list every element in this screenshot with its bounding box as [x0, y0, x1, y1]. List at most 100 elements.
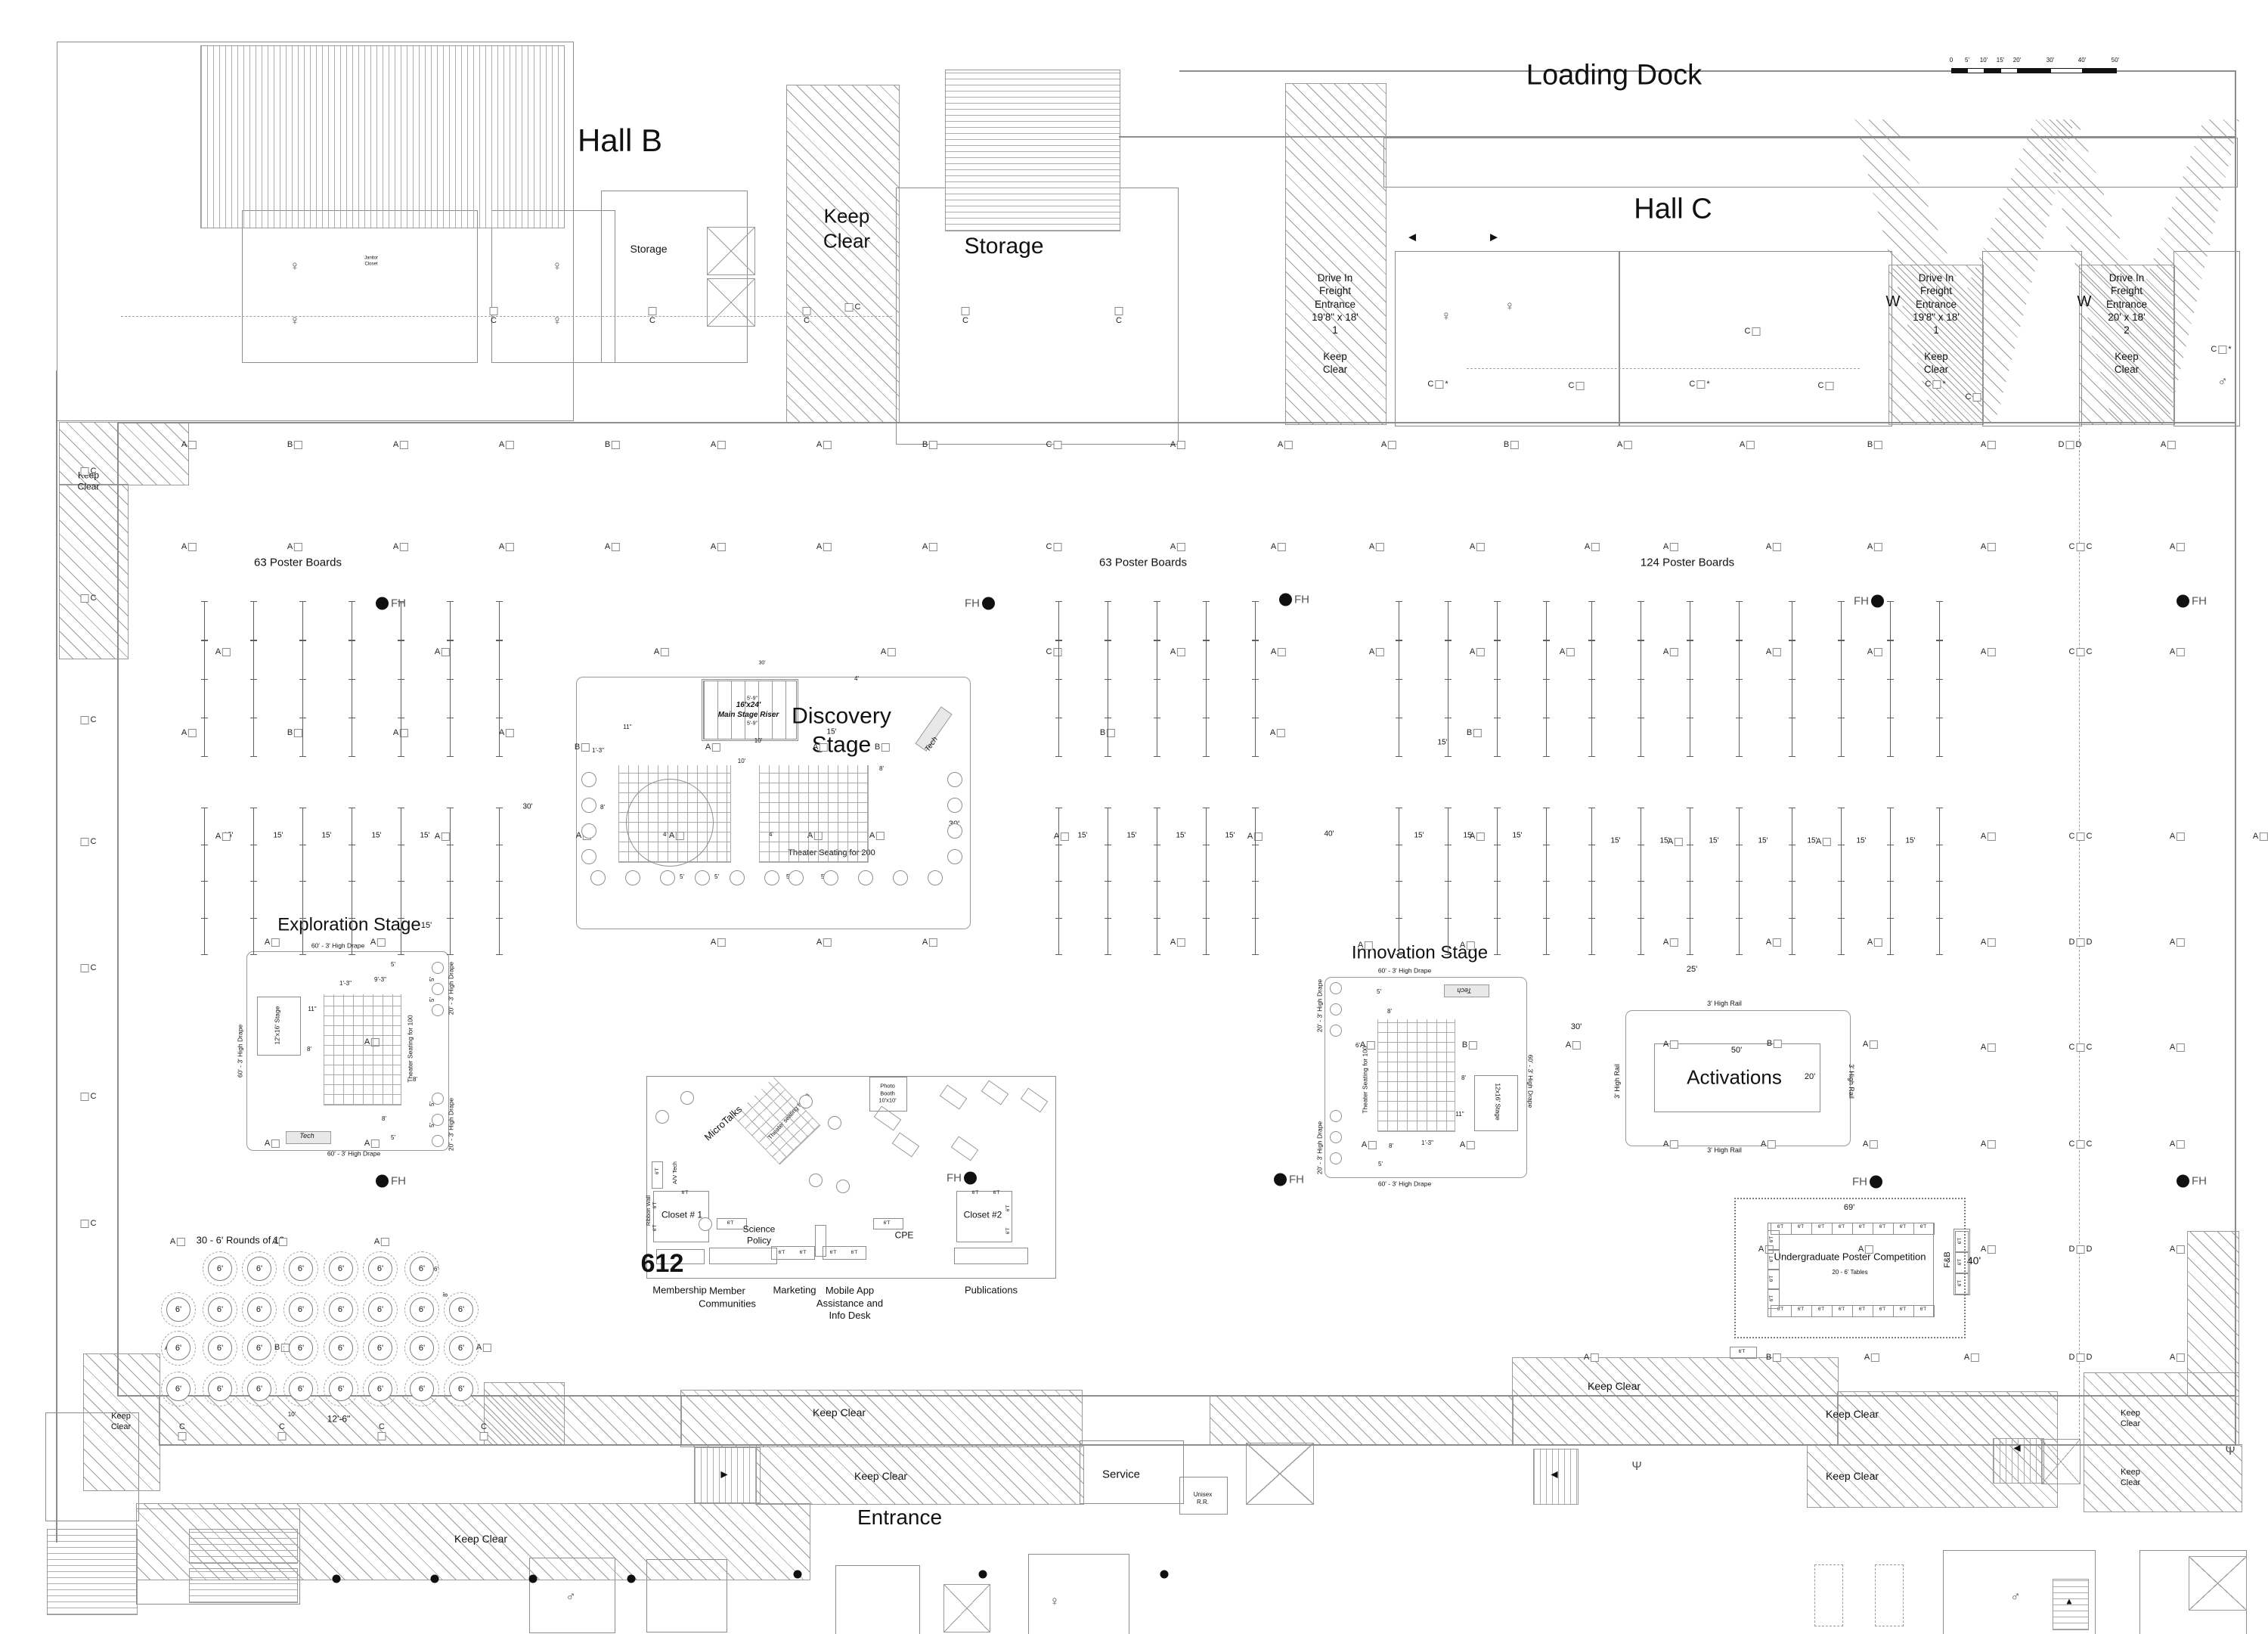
- table-label: 6'T: [1879, 1307, 1886, 1313]
- wall: [57, 42, 574, 421]
- small-round-table: [432, 1135, 444, 1147]
- column-square: [876, 831, 885, 840]
- construction-line: [121, 316, 892, 317]
- poster-board-tick: [1445, 601, 1452, 603]
- column-square: [80, 594, 89, 603]
- dim-label: 5': [680, 873, 684, 880]
- table-label: 6'T: [1797, 1307, 1805, 1313]
- fb-label: F&B: [1942, 1251, 1952, 1268]
- dim-label: 8': [382, 1115, 386, 1122]
- column-square: [1278, 542, 1287, 551]
- poster-board-tick: [1838, 678, 1845, 680]
- column-square: [823, 440, 832, 449]
- dim-label: 15': [1758, 836, 1768, 845]
- theater-seating-grid: [618, 765, 731, 863]
- fire-hose-marker: FH: [1854, 594, 1884, 608]
- grid-marker: A: [1981, 647, 1997, 656]
- angled-table: [1444, 984, 1489, 997]
- grid-letter: A: [1459, 941, 1466, 950]
- wall: [646, 1076, 1056, 1279]
- grid-marker: A: [1668, 837, 1684, 846]
- column-square: [929, 542, 938, 551]
- small-round-table: [836, 1180, 850, 1193]
- poster-board-tick: [1055, 756, 1062, 758]
- grid-letter: C: [1427, 380, 1434, 389]
- chair-ring: [284, 1372, 318, 1406]
- grid-marker: A: [816, 440, 832, 449]
- grid-marker: A: [1863, 1139, 1879, 1149]
- construction-line: [1467, 368, 1860, 369]
- grid-marker: A: [654, 647, 670, 656]
- loading-dock-label: Loading Dock: [1526, 59, 1703, 91]
- small-round-table: [680, 1091, 694, 1105]
- keep-clear-zone: [1285, 83, 1387, 425]
- storage-label-small: Storage: [630, 243, 668, 256]
- column-square: [1988, 647, 1997, 656]
- table-label: 6'T: [654, 1167, 660, 1175]
- grid-marker: C: [80, 1219, 96, 1228]
- column-square: [1972, 392, 1981, 402]
- grid-letter: B: [274, 1343, 280, 1352]
- small-round-table: [699, 1217, 712, 1231]
- poster-board-tick: [1203, 601, 1210, 603]
- grid-marker: B: [1867, 440, 1883, 449]
- round-table: 6': [247, 1377, 271, 1401]
- poster-board-tick: [1543, 881, 1550, 882]
- dim-label: 69': [1843, 1202, 1855, 1212]
- grid-marker: A: [711, 542, 727, 551]
- poster-table-cell: [1768, 1230, 1780, 1250]
- hall-c-label: Hall C: [1634, 193, 1712, 225]
- men-restroom-icon: ♂: [2217, 374, 2228, 389]
- column-square: [1874, 440, 1883, 449]
- wall: [1954, 1229, 1970, 1295]
- poster-board-tick: [1055, 917, 1062, 919]
- grid-marker: A: [1470, 647, 1486, 656]
- grid-marker: A: [881, 647, 897, 656]
- column-square: [80, 1219, 89, 1228]
- poster-board-tick: [1838, 954, 1845, 956]
- chair-ring: [324, 1331, 358, 1366]
- poster-board-tick: [1543, 954, 1550, 956]
- table-label: 6'T: [993, 1189, 1000, 1195]
- poster-table-cell: [1768, 1270, 1780, 1289]
- column-square: [188, 440, 197, 449]
- grid-marker: B: [1467, 728, 1483, 737]
- arrow-left-icon: ◀: [1408, 231, 1416, 243]
- small-round-table: [432, 962, 444, 974]
- keep-clear-label: Keep Clear: [110, 1411, 132, 1431]
- membership-label: Membership: [652, 1284, 707, 1296]
- grid-letter: C: [491, 316, 497, 325]
- exploration-stage-title: Exploration Stage: [277, 914, 421, 935]
- undergrad-tables-note: 20 - 6' Tables: [1832, 1268, 1868, 1276]
- poster-board-tick: [299, 601, 306, 603]
- grid-marker: A: [1981, 1245, 1997, 1254]
- column-dot: [332, 1574, 341, 1583]
- column-square: [1670, 1139, 1679, 1149]
- grid-letter: C: [1689, 380, 1696, 389]
- column-square: [506, 542, 515, 551]
- drape-label: 20' - 3' High Drape: [447, 1097, 455, 1152]
- chair-ring: [404, 1331, 439, 1366]
- poster-board-tick: [1687, 756, 1693, 758]
- grid-letter: A: [1662, 1040, 1669, 1049]
- stair-escalator: [1993, 1438, 2044, 1484]
- keep-clear-zone: [1512, 1357, 1839, 1446]
- column-dot-fill: [627, 1574, 636, 1583]
- grid-letter: C: [962, 316, 968, 325]
- dim-label: 5'-9": [747, 696, 758, 702]
- column-square: [1773, 938, 1782, 947]
- grid-marker: C*: [1689, 380, 1710, 389]
- poster-board-tick: [1637, 678, 1644, 680]
- dim-label: 15': [1225, 831, 1235, 840]
- poster-board-tick: [1736, 917, 1743, 919]
- main-stage-riser-label: 16'x24' Main Stage Riser: [717, 701, 779, 719]
- small-round-table: [730, 870, 745, 885]
- grid-marker: A: [816, 938, 832, 947]
- grid-letter: A: [498, 440, 505, 449]
- grid-letter: A: [1277, 440, 1284, 449]
- grid-letter: A: [392, 542, 399, 551]
- drape-label: 60' - 3' High Drape: [1526, 1054, 1535, 1108]
- dim-label: 15': [1905, 836, 1916, 845]
- grid-letter: C: [2086, 832, 2093, 841]
